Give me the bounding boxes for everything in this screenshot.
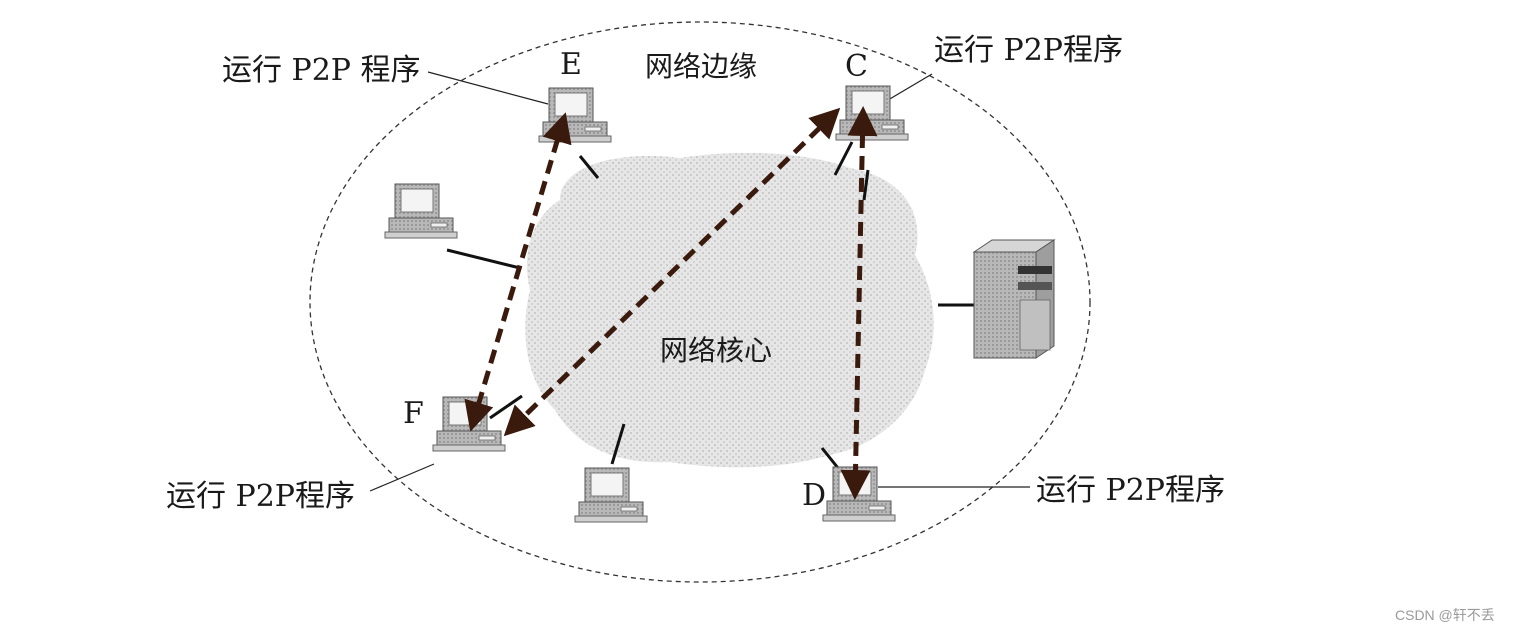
desktop-computer-icon (538, 87, 612, 143)
desktop-computer-icon (384, 183, 458, 239)
network-core-label: 网络核心 (660, 334, 772, 367)
p2p-link-C-F (503, 107, 841, 437)
node-label-C: C (845, 49, 868, 84)
server-tower-icon (972, 239, 1056, 359)
desktop-computer-icon (574, 467, 648, 523)
network-core-cloud (525, 152, 934, 468)
computer-E[interactable] (538, 87, 612, 143)
node-label-F: F (403, 396, 424, 431)
node-label-D: D (802, 478, 826, 513)
computer-F[interactable] (432, 396, 506, 452)
annotation-D: 运行 P2P程序 (1036, 473, 1225, 508)
network-edge-label: 网络边缘 (645, 50, 757, 83)
watermark-text: CSDN @轩不丢 (1395, 607, 1495, 623)
computer-bottom[interactable] (574, 467, 648, 523)
p2p-connections (464, 106, 878, 500)
annotation-E: 运行 P2P 程序 (222, 53, 421, 88)
computer-D[interactable] (822, 466, 896, 522)
desktop-computer-icon (822, 466, 896, 522)
computer-left-edge[interactable] (384, 183, 458, 239)
p2p-link-C-D (840, 106, 878, 500)
annotation-C: 运行 P2P程序 (934, 33, 1123, 68)
annotation-leaders (369, 71, 1030, 492)
annotation-F: 运行 P2P程序 (166, 479, 355, 514)
server[interactable] (972, 239, 1056, 359)
node-label-E: E (560, 47, 582, 82)
network-edge-boundary (309, 21, 1091, 583)
desktop-computer-icon (432, 396, 506, 452)
